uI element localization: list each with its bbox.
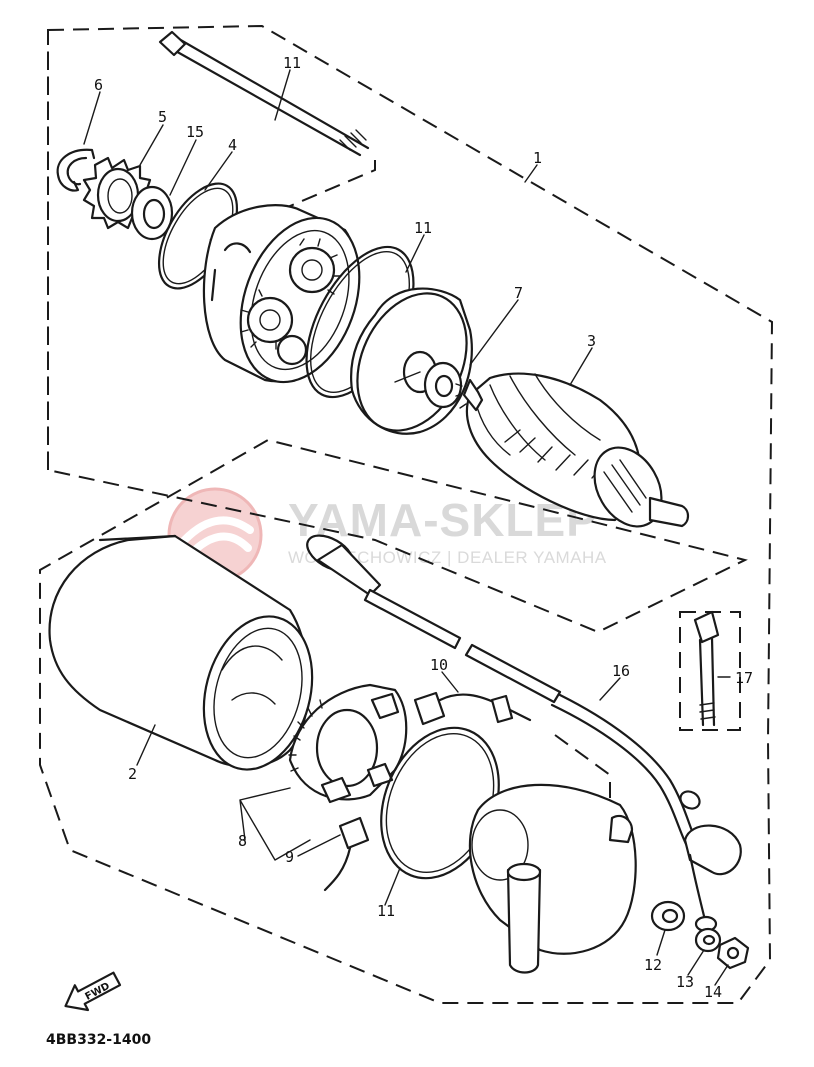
callout-16: 15 [186,123,204,141]
part-3-armature [455,372,690,528]
callout-1: 1 [533,149,542,167]
callout-12: 11 [283,54,301,72]
watermark: YAMA-SKLEP WOJCIECHOWICZ | DEALER YAMAHA [167,487,607,583]
callout-14: 13 [676,973,694,991]
watermark-brand: YAMA-SKLEP [288,494,598,546]
part-7-washer [423,361,463,409]
part-14-washer [694,927,722,953]
callout-17: 16 [612,662,630,680]
inner-boundary-rear [554,734,611,800]
callout-labels: 6 5 15 4 11 1 11 7 3 2 10 16 17 8 9 11 1… [94,54,753,1001]
part-12-long-bolt [158,30,370,157]
callout-10: 10 [430,656,448,674]
callout-13: 12 [644,956,662,974]
callout-2: 2 [128,765,137,783]
callout-9: 9 [285,848,294,866]
callout-8: 8 [238,832,247,850]
part-8-brush-holder [288,683,408,804]
callout-18: 17 [735,669,753,687]
callout-15: 14 [704,983,722,1001]
callout-11-lower: 11 [377,902,395,920]
starter-assembly-boundary [39,24,774,1004]
part-10-brush-lead [413,691,532,726]
leader-lines [83,69,731,986]
part-2-yoke [48,534,314,771]
rear-cover [468,783,637,974]
callout-6: 6 [94,76,103,94]
callout-4: 4 [228,136,237,154]
part-17-lead-wire [550,693,742,933]
watermark-tagline: WOJCIECHOWICZ | DEALER YAMAHA [288,548,607,567]
fwd-arrow-icon: FWD [64,971,122,1012]
part-16-washer [130,185,174,241]
part-15-nut [716,936,750,970]
front-cover-housing [202,204,361,384]
callout-11-upper: 11 [414,219,432,237]
part-6-circlip [56,148,96,192]
diagram-part-code: 4BB332-1400 [46,1032,151,1048]
part-13-nut [650,900,686,932]
callout-7: 7 [514,284,523,302]
bolt-18-boundary [679,611,741,731]
callout-3: 3 [587,332,596,350]
callout-5: 5 [158,108,167,126]
part-9-brush [323,816,370,892]
inner-cover-plate [350,287,473,435]
lead-wire-upper [306,534,562,704]
part-18-short-bolt [693,610,720,727]
